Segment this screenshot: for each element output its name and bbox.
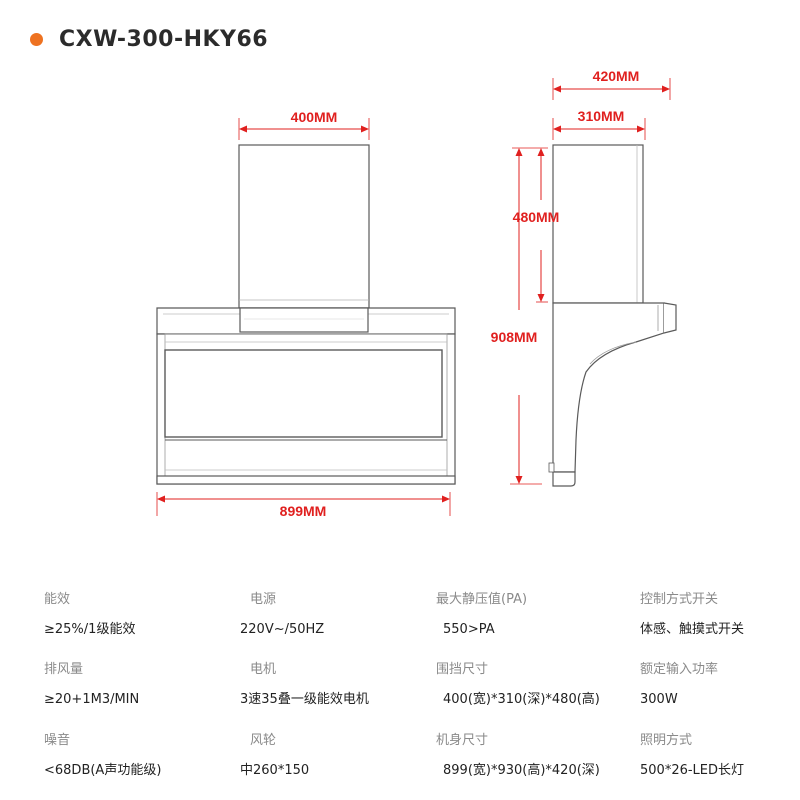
spec-label: 噪音 [44, 733, 71, 748]
front-width-top-dim: 400MM [238, 109, 370, 140]
spec-item: 围挡尺寸 400(宽)*310(深)*480(高) [436, 660, 626, 710]
spec-item: 机身尺寸 899(宽)*930(高)*420(深) [436, 731, 626, 781]
title-row: CXW-300-HKY66 [30, 24, 268, 54]
spec-label: 机身尺寸 [436, 733, 489, 748]
side-depth-total-dim: 420MM [552, 68, 671, 100]
spec-value: ≥25%/1级能效 [44, 622, 136, 637]
spec-value: 中260*150 [240, 763, 310, 778]
spec-label: 风轮 [250, 733, 277, 748]
spec-item: 电源 220V~/50HZ [240, 590, 440, 640]
bullet-dot-icon [30, 32, 43, 46]
spec-label: 电机 [250, 662, 277, 677]
spec-label: 电源 [250, 592, 277, 607]
side-height-total-dim: 908MM [491, 148, 542, 485]
spec-value: 899(宽)*930(高)*420(深) [443, 763, 600, 778]
front-view [156, 144, 456, 485]
front-glass-panel [164, 349, 443, 438]
front-width-total-dim: 899MM [156, 492, 451, 519]
side-chimney [552, 144, 644, 304]
spec-item: 排风量 ≥20+1M3/MIN [44, 660, 234, 710]
front-total-width-label: 899MM [280, 503, 327, 519]
spec-label: 围挡尺寸 [436, 662, 489, 677]
spec-label: 额定输入功率 [640, 662, 719, 677]
spec-value: <68DB(A声功能级) [44, 763, 162, 778]
spec-label: 照明方式 [640, 733, 693, 748]
spec-item: 风轮 中260*150 [240, 731, 440, 781]
side-view [548, 144, 677, 487]
spec-label: 能效 [44, 592, 71, 607]
spec-value: 550>PA [443, 622, 495, 637]
spec-table: 能效 ≥25%/1级能效 电源 220V~/50HZ 最大静压值(PA) 550… [0, 580, 800, 800]
side-body [552, 302, 665, 473]
spec-value: 220V~/50HZ [240, 622, 325, 637]
side-total-height-label: 908MM [491, 329, 538, 345]
spec-item: 能效 ≥25%/1级能效 [44, 590, 234, 640]
front-top-width-label: 400MM [291, 109, 338, 125]
spec-value: 体感、触摸式开关 [640, 622, 745, 637]
side-top-height-label: 480MM [513, 209, 560, 225]
side-total-depth-label: 420MM [593, 68, 640, 84]
spec-item: 电机 3速35叠一级能效电机 [240, 660, 440, 710]
spec-item: 最大静压值(PA) 550>PA [436, 590, 626, 640]
spec-value: 500*26-LED长灯 [640, 763, 745, 778]
spec-value: 3速35叠一级能效电机 [240, 692, 369, 707]
spec-label: 控制方式开关 [640, 592, 719, 607]
spec-label: 最大静压值(PA) [436, 592, 528, 607]
side-depth-top-dim: 310MM [552, 108, 646, 140]
spec-item: 控制方式开关 体感、触摸式开关 [640, 590, 800, 640]
spec-label: 排风量 [44, 662, 84, 677]
product-drawing: 400MM 899MM 420MM 310MM [156, 68, 677, 519]
spec-value: 400(宽)*310(深)*480(高) [443, 692, 600, 707]
side-top-depth-label: 310MM [578, 108, 625, 124]
spec-item: 照明方式 500*26-LED长灯 [640, 731, 800, 781]
front-control-panel [239, 307, 369, 333]
side-height-top-dim: 480MM [512, 147, 560, 303]
spec-item: 噪音 <68DB(A声功能级) [44, 731, 234, 781]
spec-item: 额定输入功率 300W [640, 660, 800, 710]
model-title: CXW-300-HKY66 [59, 26, 269, 52]
spec-value: ≥20+1M3/MIN [44, 692, 140, 707]
front-chimney [238, 144, 370, 309]
spec-value: 300W [640, 692, 678, 707]
